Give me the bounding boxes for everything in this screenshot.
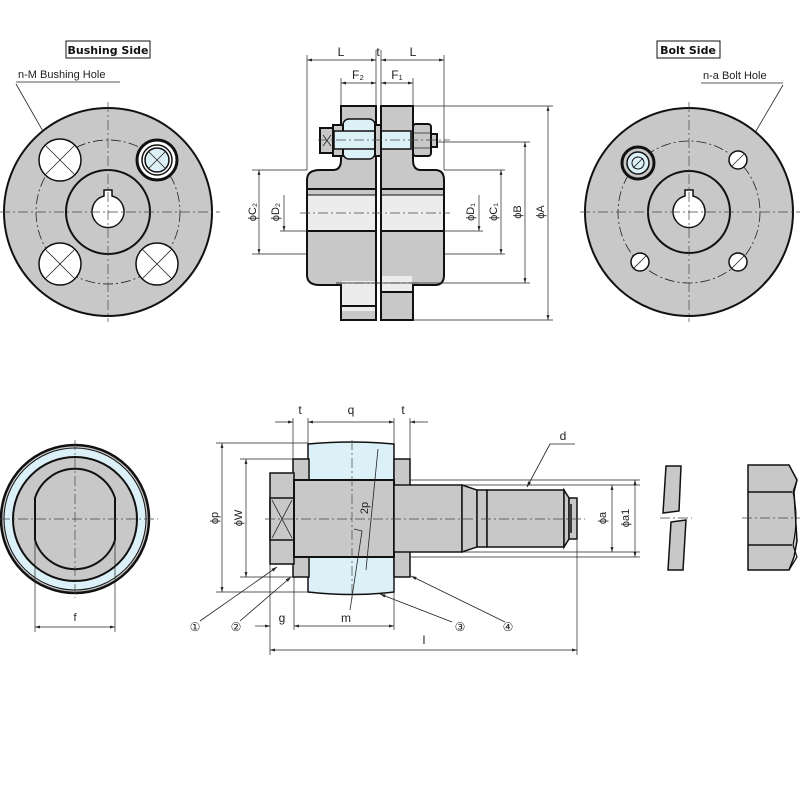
bushing-side-title: Bushing Side [68, 44, 149, 57]
dim-label-2p: 2p [359, 502, 371, 514]
dim-label-f: f [73, 612, 77, 624]
bolt-hole [728, 252, 748, 272]
dim-label-t-left: t [298, 403, 302, 417]
dim-label-D1: ϕD₁ [465, 203, 477, 221]
bolt-side-title-box [656, 40, 721, 59]
dim-label-D2: ϕD₂ [270, 203, 282, 221]
bolt-shank [293, 479, 395, 558]
left-bore [308, 195, 375, 230]
bushing-end-view: f [0, 440, 158, 632]
bushing-installed [135, 138, 179, 182]
bolt-side-title: Bolt Side [660, 44, 716, 57]
bushing-hole-callout: n-M Bushing Hole [18, 69, 105, 81]
bushing-side-view: Bushing Side n-M Bushing Hole [0, 40, 220, 322]
keyed-bore [672, 189, 706, 229]
dim-label-a: ϕa [597, 511, 609, 524]
coupling-side-view: L t L F₂ F₁ ϕC₂ ϕD₂ ϕD₁ ϕC₁ ϕB ϕA [247, 45, 553, 321]
part-callout-4: ④ [503, 620, 514, 634]
part-callout-3: ③ [455, 620, 466, 634]
leader-2p [365, 448, 379, 571]
dim-label-m: m [341, 611, 351, 625]
keyed-bore [91, 189, 125, 229]
dim-label-t: t [376, 45, 380, 59]
dim-label-F2: F₂ [352, 68, 364, 82]
bolt-assembly [318, 118, 450, 160]
dim-label-B: ϕB [512, 205, 524, 219]
dim-label-d: d [560, 429, 567, 443]
bolt-assembly-detail: t q t ϕp ϕW 2p m d ϕa ϕa1 [190, 403, 640, 655]
bushing-hole [38, 138, 82, 182]
dim-label-p: ϕp [209, 512, 221, 524]
dim-label-a1: ϕa1 [620, 509, 632, 527]
bushing-hole [135, 242, 179, 286]
dim-label-W: ϕW [233, 509, 245, 526]
dim-label-L-left: L [338, 45, 345, 59]
bolt-side-view: Bolt Side n-a Bolt Hole [580, 40, 800, 322]
bolt-hole [728, 150, 748, 170]
bolt-body [393, 484, 463, 553]
bushing-side-title-box [65, 40, 151, 59]
bolt-nut-installed [620, 145, 656, 181]
bolt-hole [630, 252, 650, 272]
part-callout-1: ① [190, 620, 201, 634]
bushing-hole [38, 242, 82, 286]
dim-label-q: q [348, 403, 355, 417]
dim-label-A: ϕA [535, 205, 547, 219]
bolt-thread [486, 489, 565, 548]
dim-label-C1: ϕC₁ [488, 203, 500, 221]
bolt-hole-callout: n-a Bolt Hole [703, 70, 767, 82]
dim-label-C2: ϕC₂ [247, 203, 259, 221]
right-bore [382, 195, 443, 230]
dim-label-F1: F₁ [391, 68, 402, 82]
hex-nut [742, 464, 800, 571]
dim-label-l: l [423, 633, 426, 647]
spring-washer [660, 465, 692, 571]
dim-label-t-right: t [401, 403, 405, 417]
part-callout-2: ② [231, 620, 242, 634]
dim-label-L-right: L [410, 45, 417, 59]
dim-label-g: g [279, 611, 286, 625]
